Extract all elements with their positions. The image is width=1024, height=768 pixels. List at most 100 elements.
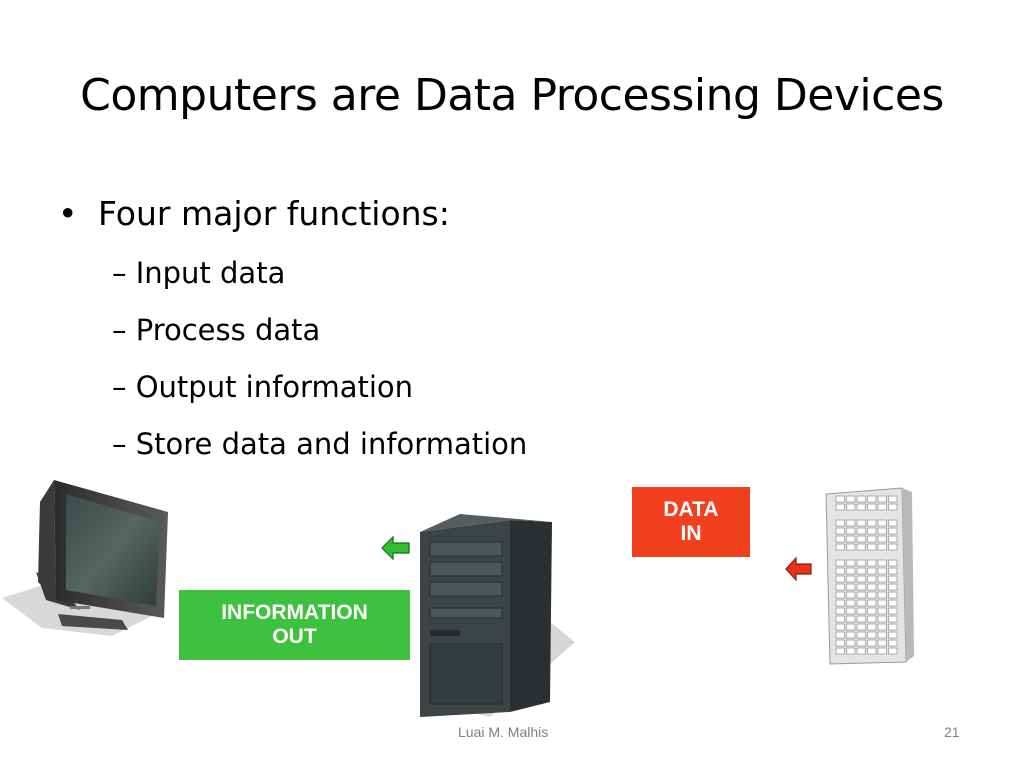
keyboard-key — [877, 615, 887, 623]
keyboard-key — [877, 567, 887, 575]
keyboard-key — [835, 623, 845, 631]
sub-item-process: – Process data — [112, 310, 527, 350]
keyboard-key — [877, 623, 887, 631]
keyboard-key — [846, 535, 856, 543]
page-number: 21 — [944, 724, 960, 740]
footer-author: Luai M. Malhis — [458, 724, 549, 740]
keyboard-key — [846, 495, 856, 503]
keyboard-icon — [825, 487, 914, 665]
keyboard-key — [877, 607, 887, 615]
keyboard-key — [835, 631, 845, 639]
keyboard-key — [856, 535, 866, 543]
keyboard-key — [846, 623, 856, 631]
keyboard-key — [867, 639, 877, 647]
keyboard-key — [888, 535, 898, 543]
keyboard-key — [877, 583, 887, 591]
left-arrow-icon — [381, 535, 410, 561]
keyboard-key — [846, 503, 856, 511]
keyboard-key — [877, 591, 887, 599]
keyboard-key — [888, 591, 898, 599]
keyboard-key — [856, 567, 866, 575]
sub-item-text: Input data — [135, 256, 286, 290]
slide-title: Computers are Data Processing Devices — [80, 70, 944, 121]
keyboard-key — [835, 583, 845, 591]
information-out-label: INFORMATION OUT — [179, 590, 410, 660]
sub-marker: – — [112, 370, 127, 404]
keyboard-key — [888, 575, 898, 583]
keyboard-key — [856, 607, 866, 615]
keyboard-key — [835, 535, 845, 543]
sub-item-store: – Store data and information — [112, 424, 527, 464]
information-out-line2: OUT — [272, 625, 317, 648]
keyboard-key — [835, 559, 845, 567]
keyboard-key — [856, 599, 866, 607]
keyboard-key — [856, 647, 866, 655]
keyboard-key — [835, 575, 845, 583]
keyboard-key — [835, 607, 845, 615]
keyboard-key — [888, 647, 898, 655]
keyboard-key — [867, 503, 877, 511]
keyboard-key — [867, 615, 877, 623]
keyboard-key — [867, 591, 877, 599]
data-in-line1: DATA — [663, 498, 719, 521]
keyboard-key — [846, 527, 856, 535]
information-out-line1: INFORMATION — [221, 601, 368, 624]
keyboard-key — [867, 535, 877, 543]
keyboard-key — [867, 567, 877, 575]
keyboard-key — [877, 575, 887, 583]
keyboard-key — [846, 639, 856, 647]
sub-item-text: Store data and information — [135, 427, 528, 461]
keyboard-key — [867, 575, 877, 583]
keyboard-key — [856, 559, 866, 567]
keyboard-key — [856, 631, 866, 639]
keyboard-key — [877, 495, 887, 503]
computer-tower-icon — [420, 514, 575, 717]
sub-item-input: – Input data — [112, 253, 527, 293]
keyboard-key — [867, 607, 877, 615]
keyboard-key — [888, 631, 898, 639]
keyboard-key — [835, 519, 845, 527]
sub-item-output: – Output information — [112, 367, 527, 407]
keyboard-key — [846, 631, 856, 639]
keyboard-key — [867, 527, 877, 535]
keyboard-key — [846, 607, 856, 615]
keyboard-key — [835, 599, 845, 607]
sub-marker: – — [112, 256, 127, 290]
keyboard-key — [867, 495, 877, 503]
keyboard-key — [867, 623, 877, 631]
keyboard-key — [867, 543, 877, 551]
keyboard-key — [888, 639, 898, 647]
sub-marker: – — [112, 427, 127, 461]
keyboard-key — [835, 647, 845, 655]
keyboard-key — [877, 631, 887, 639]
keyboard-key — [856, 623, 866, 631]
keyboard-key — [835, 639, 845, 647]
keyboard-key — [846, 583, 856, 591]
keyboard-key — [846, 519, 856, 527]
keyboard-key — [846, 567, 856, 575]
keyboard-key — [888, 583, 898, 591]
keyboard-key — [835, 527, 845, 535]
bullet-list: •Four major functions: – Input data – Pr… — [58, 192, 527, 464]
sub-marker: – — [112, 313, 127, 347]
keyboard-key — [856, 575, 866, 583]
keyboard-key — [867, 599, 877, 607]
keyboard-key — [856, 583, 866, 591]
keyboard-key — [877, 647, 887, 655]
bullet-main: •Four major functions: — [58, 192, 527, 236]
keyboard-key — [846, 647, 856, 655]
keyboard-key — [856, 519, 866, 527]
keyboard-key — [867, 631, 877, 639]
keyboard-key — [888, 527, 898, 535]
monitor-icon — [2, 480, 168, 636]
data-in-line2: IN — [680, 522, 702, 545]
keyboard-key — [835, 615, 845, 623]
keyboard-key — [888, 519, 898, 527]
keyboard-key — [888, 543, 898, 551]
keyboard-key — [835, 495, 845, 503]
sub-item-text: Output information — [135, 370, 414, 404]
keyboard-key — [877, 535, 887, 543]
keyboard-key — [877, 559, 887, 567]
keyboard-key — [846, 543, 856, 551]
keyboard-key — [877, 639, 887, 647]
